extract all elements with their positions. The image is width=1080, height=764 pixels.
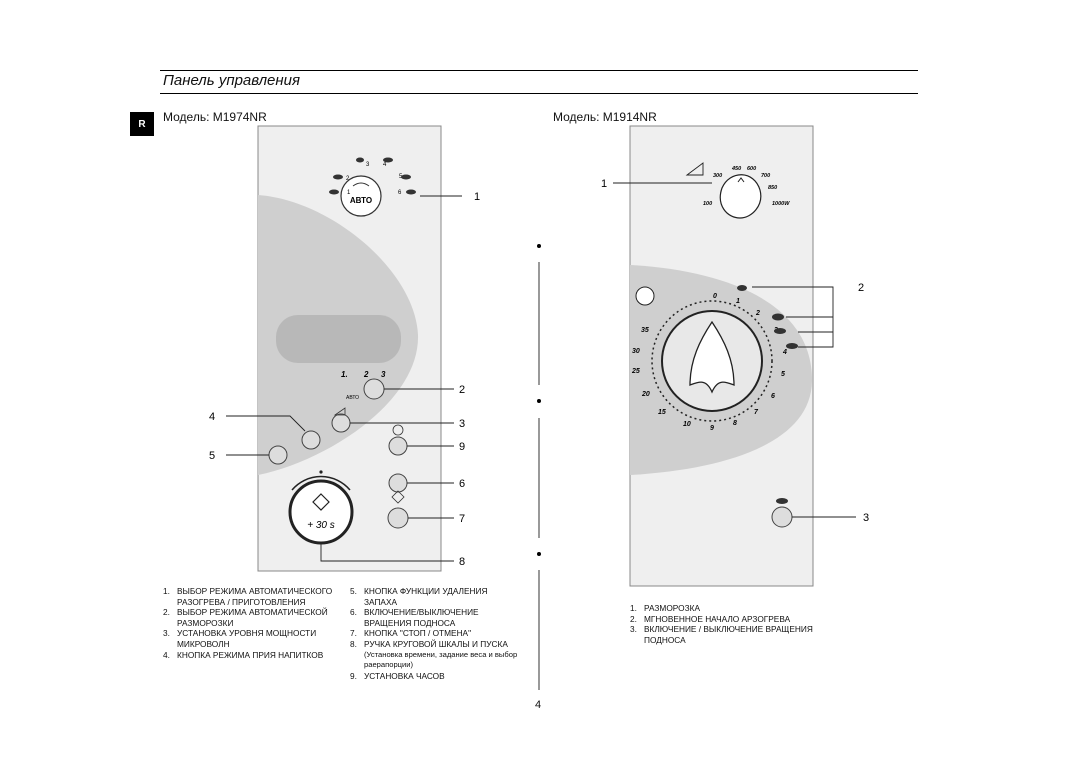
auto-small-label: АВТО	[346, 395, 359, 401]
defrost-step-3: 3	[381, 370, 386, 379]
right-model-label: Модель: M1914NR	[553, 110, 657, 124]
dial-number-1: 1	[347, 190, 351, 196]
deodorize-button	[268, 445, 288, 465]
timer-4: 4	[782, 349, 787, 356]
power-1000w: 1000W	[772, 201, 790, 207]
food-icons	[329, 157, 416, 195]
defrost-step-1: 1.	[341, 370, 348, 379]
power-knob	[719, 174, 762, 219]
right-control-panel: 100 300 450 600 700 850 1000W 0 1 2 3 4 …	[601, 125, 869, 587]
timer-9: 9	[710, 425, 714, 432]
timer-25: 25	[631, 368, 640, 375]
legend-item: 8.РУЧКА КРУГОВОЙ ШКАЛЫ И ПУСКА	[350, 638, 508, 649]
timer-7: 7	[754, 409, 759, 416]
auto-cook-dial	[340, 175, 382, 217]
center-divider	[537, 244, 541, 690]
turntable-icon	[776, 498, 788, 504]
legend-item: 3.ВКЛЮЧЕНИЕ / ВЫКЛЮЧЕНИЕ ВРАЩЕНИЯ ПОДНОС…	[630, 624, 813, 645]
stop-cancel-button	[387, 507, 409, 529]
timer-knob-grip	[689, 320, 735, 394]
page-title: Панель управления	[163, 72, 301, 89]
left-callout-5: 5	[209, 450, 215, 462]
left-callout-4: 4	[209, 411, 215, 423]
timer-5: 5	[781, 371, 785, 378]
region-badge: R	[130, 112, 154, 136]
plus-30s-label: + 30 s	[307, 520, 335, 531]
timer-1: 1	[736, 298, 740, 305]
power-600: 600	[747, 166, 756, 172]
dial-number-2: 2	[346, 176, 350, 182]
power-300: 300	[713, 173, 722, 179]
auto-defrost-button	[363, 378, 385, 400]
clock-button	[388, 436, 408, 456]
legend-left-col1: 1.ВЫБОР РЕЖИМА АВТОМАТИЧЕСКОГО РАЗОГРЕВА…	[163, 586, 341, 660]
timer-0: 0	[713, 293, 717, 300]
left-callout-8: 8	[459, 556, 465, 568]
beverage-button	[301, 430, 321, 450]
timer-35: 35	[641, 327, 649, 334]
left-control-panel: АВТО 1 2 3 4 5 6 1. 2 3 АВТО + 30 s 1 2 …	[209, 125, 480, 572]
legend-item: 2.МГНОВЕННОЕ НАЧАЛО АРЗОГРЕВА	[630, 613, 791, 624]
left-display	[276, 315, 401, 363]
turntable-button-right	[771, 506, 793, 528]
right-callout-3: 3	[863, 512, 869, 524]
power-700: 700	[761, 173, 770, 179]
right-callout-leaders	[613, 182, 856, 518]
page-number: 4	[535, 699, 542, 711]
power-level-button	[331, 413, 351, 433]
dial-number-6: 6	[398, 190, 402, 196]
legend-item: 6.ВКЛЮЧЕНИЕ/ВЫКЛЮЧЕНИЕ ВРАЩЕНИЯ ПОДНОСА	[350, 607, 479, 628]
clock-icon	[392, 424, 404, 436]
title-rule-top	[160, 70, 918, 71]
timer-2: 2	[755, 310, 760, 317]
clock-icon-right	[635, 286, 655, 306]
legend-left-col2: 5.КНОПКА ФУНКЦИИ УДАЛЕНИЯ ЗАПАХА 6.ВКЛЮЧ…	[350, 586, 520, 681]
legend-item: 4.КНОПКА РЕЖИМА ПРИЯ НАПИТКОВ	[163, 649, 324, 660]
timer-scale	[651, 300, 773, 422]
left-callout-9: 9	[459, 441, 465, 453]
legend-item: (Установка времени, задание веса и выбор…	[364, 649, 518, 670]
power-100: 100	[703, 201, 712, 207]
start-icon	[312, 493, 330, 511]
legend-item: 9.УСТАНОВКА ЧАСОВ	[350, 670, 445, 681]
timer-6: 6	[771, 393, 775, 400]
timer-15: 15	[658, 409, 666, 416]
dial-number-4: 4	[383, 162, 387, 168]
timer-8: 8	[733, 420, 737, 427]
callout-leaders	[226, 195, 462, 562]
left-callout-3: 3	[459, 418, 465, 430]
defrost-step-2: 2	[363, 370, 369, 379]
power-450: 450	[731, 166, 741, 172]
stop-icon	[391, 490, 405, 504]
timer-30: 30	[632, 348, 640, 355]
timer-20: 20	[641, 391, 650, 398]
turntable-button	[388, 473, 408, 493]
title-rule-bottom	[160, 93, 918, 94]
legend-item: 5.КНОПКА ФУНКЦИИ УДАЛЕНИЯ ЗАПАХА	[350, 586, 488, 607]
legend-right: 1.РАЗМОРОЗКА 2.МГНОВЕННОЕ НАЧАЛО АРЗОГРЕ…	[630, 603, 830, 645]
dial-number-3: 3	[366, 162, 370, 168]
legend-item: 7.КНОПКА "СТОП / ОТМЕНА"	[350, 628, 472, 639]
left-callout-2: 2	[459, 384, 465, 396]
instant-reheat-icons	[737, 285, 798, 349]
left-callout-6: 6	[459, 478, 465, 490]
left-callout-7: 7	[459, 513, 465, 525]
timer-10: 10	[683, 421, 691, 428]
left-callout-1: 1	[474, 191, 480, 203]
legend-item: 2.ВЫБОР РЕЖИМА АВТОМАТИЧЕСКОЙ РАЗМОРОЗКИ	[163, 607, 328, 628]
left-model-label: Модель: M1974NR	[163, 110, 267, 124]
right-callout-1: 1	[601, 178, 607, 190]
right-callout-2: 2	[858, 282, 864, 294]
legend-item: 1.ВЫБОР РЕЖИМА АВТОМАТИЧЕСКОГО РАЗОГРЕВА…	[163, 586, 333, 607]
jog-dial	[288, 479, 354, 545]
legend-item: 3.УСТАНОВКА УРОВНЯ МОЩНОСТИ МИКРОВОЛН	[163, 628, 317, 649]
auto-dial-label: АВТО	[350, 196, 372, 205]
legend-item: 1.РАЗМОРОЗКА	[630, 603, 700, 613]
power-850: 850	[768, 185, 777, 191]
